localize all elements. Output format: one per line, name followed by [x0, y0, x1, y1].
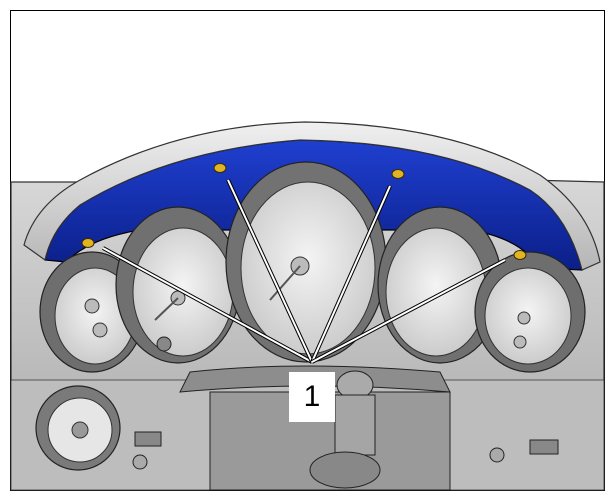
lower-switch-left	[134, 431, 162, 447]
screw	[513, 250, 527, 260]
leader-line	[311, 185, 391, 363]
leader-line	[311, 259, 506, 363]
lower-switch-right	[529, 439, 559, 455]
callout-label-1: 1	[289, 372, 335, 422]
lower-fastener-left	[132, 454, 148, 470]
gauge-left	[115, 206, 241, 364]
leader-line	[227, 179, 313, 363]
leader-line-group	[102, 179, 506, 364]
cluster-trim-arc	[23, 121, 601, 271]
screw	[213, 163, 227, 173]
gauge-center	[225, 161, 387, 363]
screw-group	[81, 163, 527, 260]
headlamp-switch	[35, 385, 121, 471]
gauge-far-right	[474, 251, 586, 373]
screw	[391, 169, 405, 179]
lower-fastener-right	[489, 447, 505, 463]
leader-line	[102, 247, 313, 363]
screw	[81, 238, 95, 248]
